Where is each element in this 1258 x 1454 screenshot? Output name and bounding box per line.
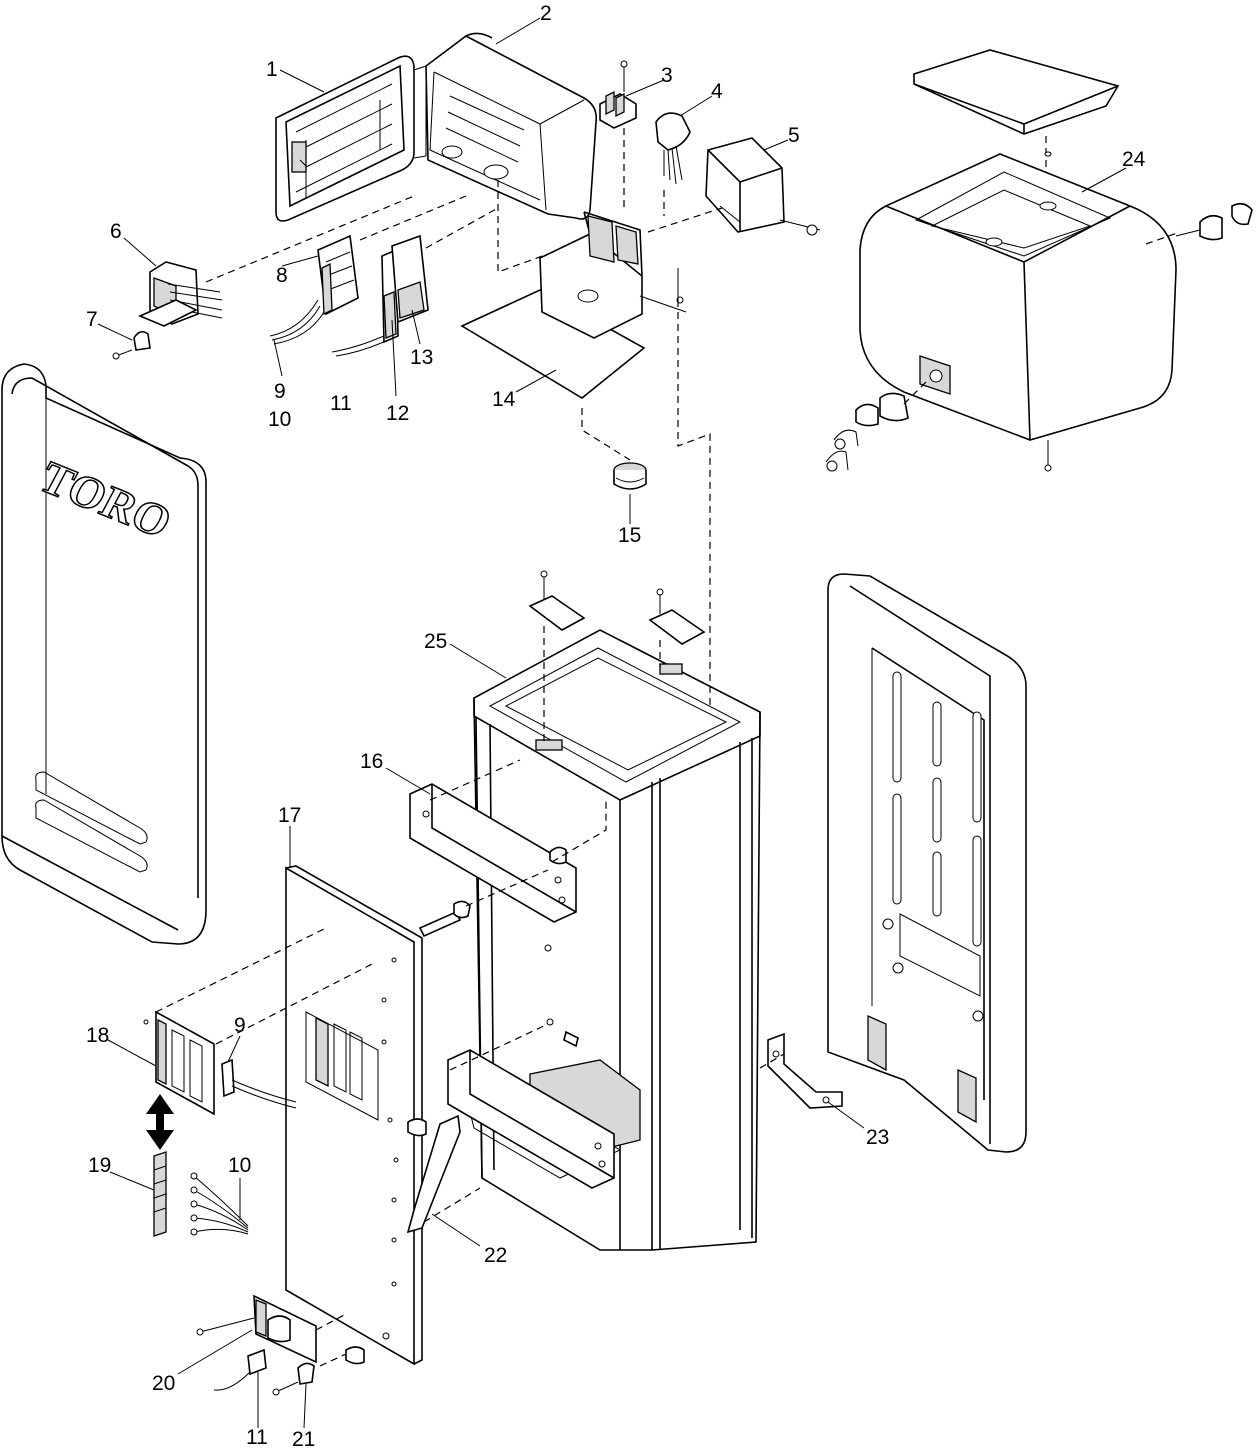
- callout-13: 13: [410, 346, 433, 369]
- lock-assembly: [825, 392, 909, 472]
- callout-20: 20: [152, 1372, 175, 1395]
- part-19-terminal-strip: [153, 1151, 167, 1237]
- callout-19: 19: [88, 1154, 111, 1177]
- callout-22: 22: [484, 1244, 507, 1267]
- callout-1: 1: [266, 58, 278, 81]
- callout-24: 24: [1122, 148, 1146, 171]
- part-15-bushing: [613, 462, 647, 490]
- callout-10: 10: [268, 408, 291, 431]
- callout-9b: 9: [234, 1014, 246, 1037]
- callout-16: 16: [360, 750, 383, 773]
- callout-21: 21: [292, 1428, 315, 1451]
- callouts: 1 2 3 4 5 6 7 8 9 10 11 12 13 14 15 24 2…: [86, 2, 1146, 1451]
- front-panel: TORO: [1, 363, 207, 945]
- callout-18: 18: [86, 1024, 109, 1047]
- part-1-enclosure-door: [275, 55, 415, 222]
- callout-3: 3: [661, 64, 673, 87]
- pedestal-brackets: [528, 570, 706, 645]
- assembly-lines: [155, 128, 1181, 1367]
- lock-right: [1175, 202, 1253, 241]
- callout-5: 5: [788, 124, 800, 147]
- part-24-top-lid: [913, 49, 1120, 196]
- part-23-bracket: [767, 1032, 843, 1109]
- callout-10b: 10: [228, 1154, 251, 1177]
- part-3-terminal-block: [599, 60, 637, 129]
- callout-7: 7: [86, 308, 98, 331]
- part-17-back-plate: [285, 865, 427, 1366]
- part-22-bracket: [406, 1114, 461, 1234]
- part-18-terminal-board: [143, 1010, 297, 1116]
- part-4-sensor-puck: [655, 112, 691, 185]
- callout-23: 23: [866, 1126, 889, 1149]
- callout-12: 12: [386, 402, 409, 425]
- threaded-bolt: [418, 900, 471, 938]
- callout-17: 17: [278, 804, 301, 827]
- callout-15: 15: [618, 524, 641, 547]
- part-11-connector: [213, 1348, 267, 1391]
- callout-14: 14: [492, 388, 516, 411]
- part-6-transformer: [137, 261, 223, 327]
- part-2-enclosure-body: [413, 32, 598, 220]
- callout-9: 9: [274, 380, 286, 403]
- callout-11b: 11: [246, 1426, 268, 1449]
- callout-6: 6: [110, 220, 122, 243]
- part-10-wire-harness: [190, 1172, 249, 1236]
- side-panel: [827, 573, 1027, 1153]
- callout-2: 2: [540, 2, 552, 25]
- callout-25: 25: [424, 630, 447, 653]
- part-8-circuit-board: [269, 234, 359, 345]
- part-14-mounting-plate: [460, 211, 687, 399]
- callout-4: 4: [711, 80, 723, 103]
- callout-11: 11: [330, 392, 352, 415]
- lower-rail: [447, 1049, 615, 1189]
- part-12-13-modules: [331, 234, 429, 357]
- double-arrow-icon: [146, 1094, 174, 1150]
- part-7-fuse-clip: [112, 330, 151, 360]
- callout-8: 8: [276, 264, 288, 287]
- leader-lines: [97, 17, 1127, 1429]
- part-5-cover-bracket: [705, 137, 821, 236]
- part-21-clip: [272, 1362, 315, 1396]
- part-20-board: [196, 1294, 317, 1364]
- part-24-top-housing: [859, 153, 1177, 472]
